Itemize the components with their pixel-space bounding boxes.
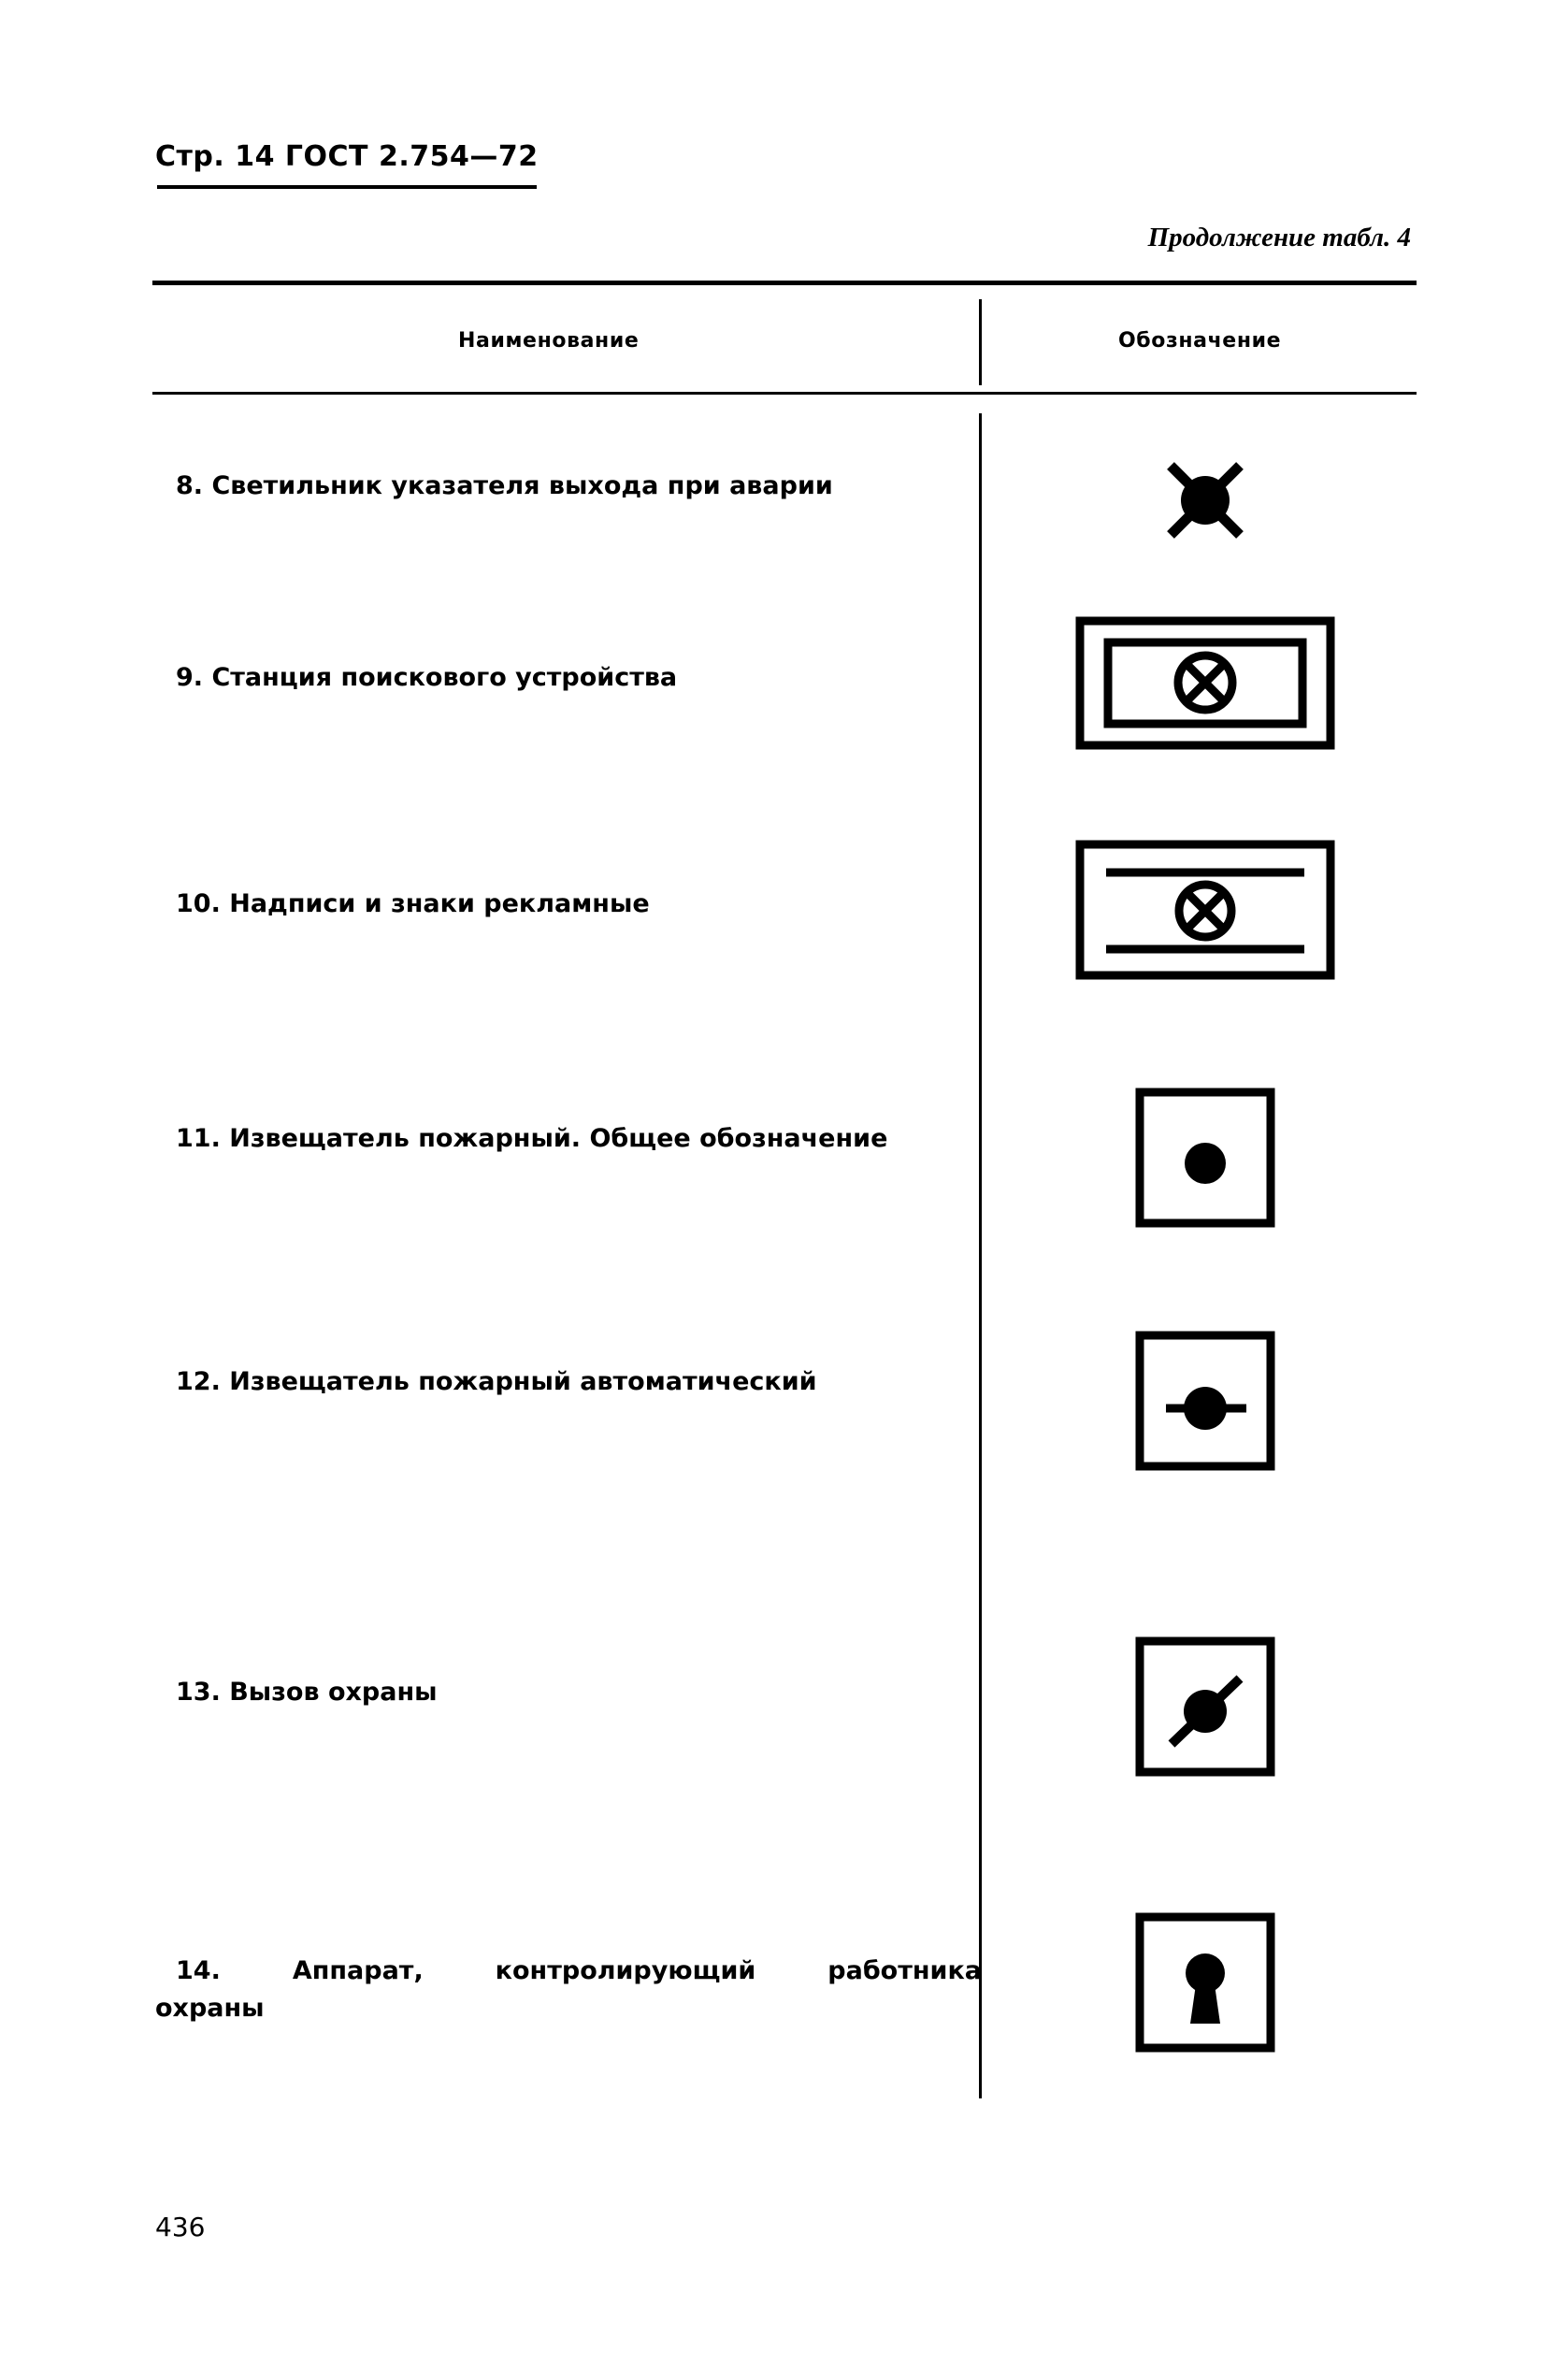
- table-continuation-label: Продолжение табл. 4: [1147, 223, 1411, 252]
- square-with-dot-and-diagonal-line-icon: [1134, 1636, 1276, 1778]
- table-row: 10. Надписи и знаки рекламные: [152, 837, 1417, 1061]
- row-label-14-line2: охраны: [155, 1994, 265, 2023]
- table-row: 13. Вызов охраны: [152, 1543, 1417, 1777]
- row-symbol-8: [994, 444, 1417, 556]
- table-row: 11. Извещатель пожарный. Общее обозначен…: [152, 1075, 1417, 1305]
- header-divider-rule: [157, 185, 537, 189]
- row-label-11: 11. Извещатель пожарный. Общее обозначен…: [176, 1124, 888, 1153]
- row-symbol-11: [994, 1075, 1417, 1239]
- square-with-dot-and-horizontal-line-icon: [1134, 1330, 1276, 1472]
- table-header-column-divider: [979, 299, 982, 385]
- table-row: 9. Станция поискового устройства: [152, 613, 1417, 828]
- page-folio-number: 436: [155, 2212, 206, 2242]
- row-symbol-12: [994, 1319, 1417, 1482]
- page-header-label: Стр. 14 ГОСТ 2.754—72: [155, 140, 539, 173]
- square-with-keyhole-icon: [1134, 1911, 1276, 2054]
- row-label-9: 9. Станция поискового устройства: [176, 663, 678, 692]
- row-label-8: 8. Светильник указателя выхода при авари…: [176, 471, 833, 500]
- table-row: 12. Извещатель пожарный автоматический: [152, 1319, 1417, 1543]
- filled-circle-with-x-cross-icon: [1154, 449, 1257, 552]
- row-label-13: 13. Вызов охраны: [176, 1678, 438, 1707]
- rectangle-two-lines-with-crossed-circle-icon: [1074, 839, 1336, 981]
- table-top-border: [152, 281, 1417, 285]
- table-row: 8. Светильник указателя выхода при авари…: [152, 444, 1417, 631]
- table-row: 14. Аппарат, контролирующий работника ох…: [152, 1908, 1417, 2095]
- row-label-12: 12. Извещатель пожарный автоматический: [176, 1367, 817, 1396]
- row-label-14-line1: 14. Аппарат, контролирующий работника: [176, 1956, 982, 1985]
- table-body-column-divider: [979, 413, 982, 2098]
- row-label-10: 10. Надписи и знаки рекламные: [176, 889, 650, 918]
- column-header-name: Наименование: [458, 329, 640, 353]
- row-symbol-13: [994, 1627, 1417, 1786]
- row-symbol-10: [994, 837, 1417, 982]
- row-symbol-14: [994, 1908, 1417, 2057]
- double-rectangle-with-crossed-circle-icon: [1074, 615, 1336, 751]
- column-header-symbol: Обозначение: [1118, 329, 1282, 353]
- row-symbol-9: [994, 613, 1417, 753]
- row-label-14: 14. Аппарат, контролирующий работника ох…: [155, 1953, 982, 2027]
- square-with-filled-dot-icon: [1134, 1087, 1276, 1229]
- table-header-border: [152, 392, 1417, 395]
